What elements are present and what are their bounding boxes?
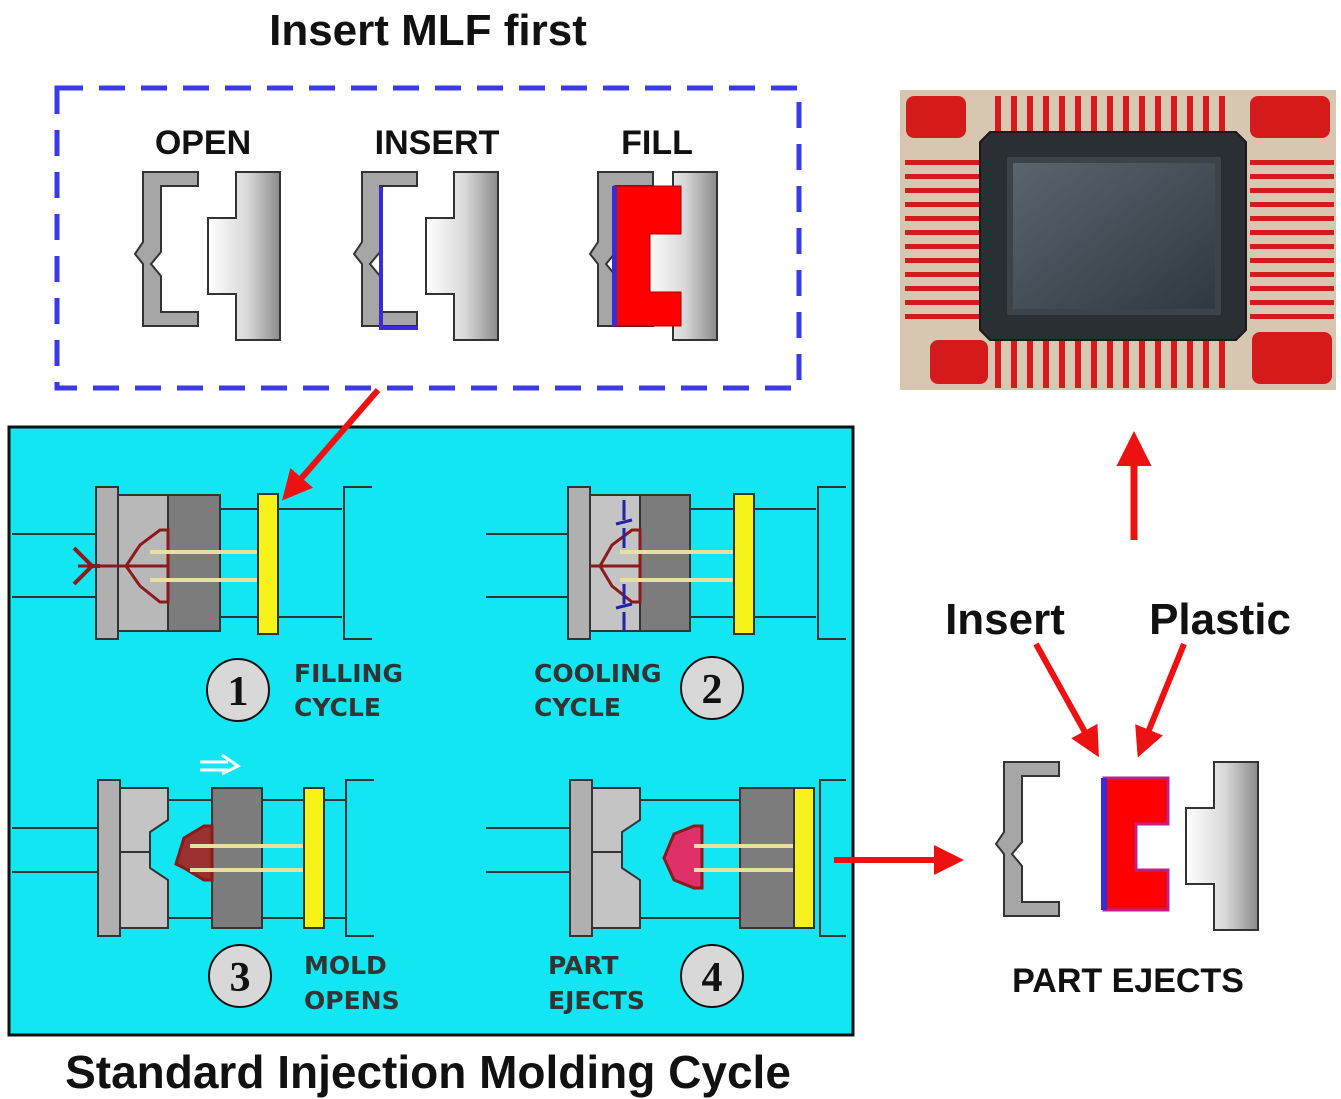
step-4-badge: [680, 944, 744, 1008]
insert-stage-box: [54, 85, 802, 391]
step-3-number: 3: [230, 955, 251, 1001]
corner-pad: [906, 96, 966, 138]
corner-pad: [930, 340, 988, 384]
plastic-label: Plastic: [1149, 595, 1291, 644]
insert-label: Insert: [945, 595, 1065, 644]
step-3-line2: OPENS: [304, 986, 400, 1015]
move-right-arrow-icon: [200, 753, 241, 776]
ejector-plate: [257, 493, 279, 635]
step-1-badge: [206, 658, 270, 722]
step-2-line1: COOLING: [534, 659, 662, 688]
step-2-line2: CYCLE: [534, 693, 621, 722]
lead-fingers-top: [995, 96, 1225, 138]
step-3-diagram: [12, 753, 374, 937]
step-1-number: 1: [228, 669, 249, 715]
title-top: Insert MLF first: [269, 6, 587, 55]
stage-fill-label: FILL: [621, 124, 693, 162]
step-4-line1: PART: [548, 951, 619, 980]
arrow-to-step-1: [282, 388, 381, 501]
chip-die-window: [1007, 157, 1221, 315]
part-ejects-caption: PART EJECTS: [1012, 962, 1244, 1000]
corner-pad: [1250, 96, 1330, 138]
stage-open-label: OPEN: [155, 124, 251, 162]
fill-stage-mold: [589, 171, 718, 341]
step-1-diagram: [12, 486, 372, 640]
step-1-line1: FILLING: [294, 659, 403, 688]
step-2-number: 2: [702, 667, 723, 713]
step-3-line1: MOLD: [304, 951, 387, 980]
nozzle-icon: [72, 546, 100, 586]
step-2-diagram: [486, 486, 846, 640]
corner-pad: [1252, 332, 1332, 384]
lead-fingers-bottom: [995, 338, 1225, 388]
ejected-plastic: [1102, 776, 1170, 912]
insert-strip: [379, 187, 418, 330]
open-stage-mold: [134, 171, 281, 341]
arrow-plastic-pointer: [1135, 642, 1187, 758]
stage-insert-label: INSERT: [375, 124, 500, 162]
fill-insert-strip: [612, 186, 617, 326]
step-4-line2: EJECTS: [548, 986, 645, 1015]
lead-fingers-right: [1250, 160, 1334, 319]
step-1-line2: CYCLE: [294, 693, 381, 722]
cooling-channel-icon: [615, 584, 633, 632]
ejector-plate: [733, 493, 755, 635]
ejected-part-diagram: [995, 761, 1259, 931]
step-4-number: 4: [702, 955, 723, 1001]
ejected-part: [662, 824, 704, 890]
cooling-channel-icon: [615, 500, 633, 548]
ejected-insert-strip: [1101, 778, 1107, 910]
step-3-badge: [208, 944, 272, 1008]
insert-stage-mold: [353, 171, 499, 341]
step-2-badge: [680, 656, 744, 720]
ejector-plate: [303, 787, 325, 929]
step-4-diagram: [486, 779, 846, 937]
arrow-insert-pointer: [1033, 642, 1099, 758]
ejector-plate: [793, 787, 815, 929]
lead-fingers-left: [905, 160, 983, 319]
chip-photo: [900, 90, 1336, 390]
title-bottom: Standard Injection Molding Cycle: [65, 1046, 791, 1098]
fill-plastic: [613, 185, 682, 327]
